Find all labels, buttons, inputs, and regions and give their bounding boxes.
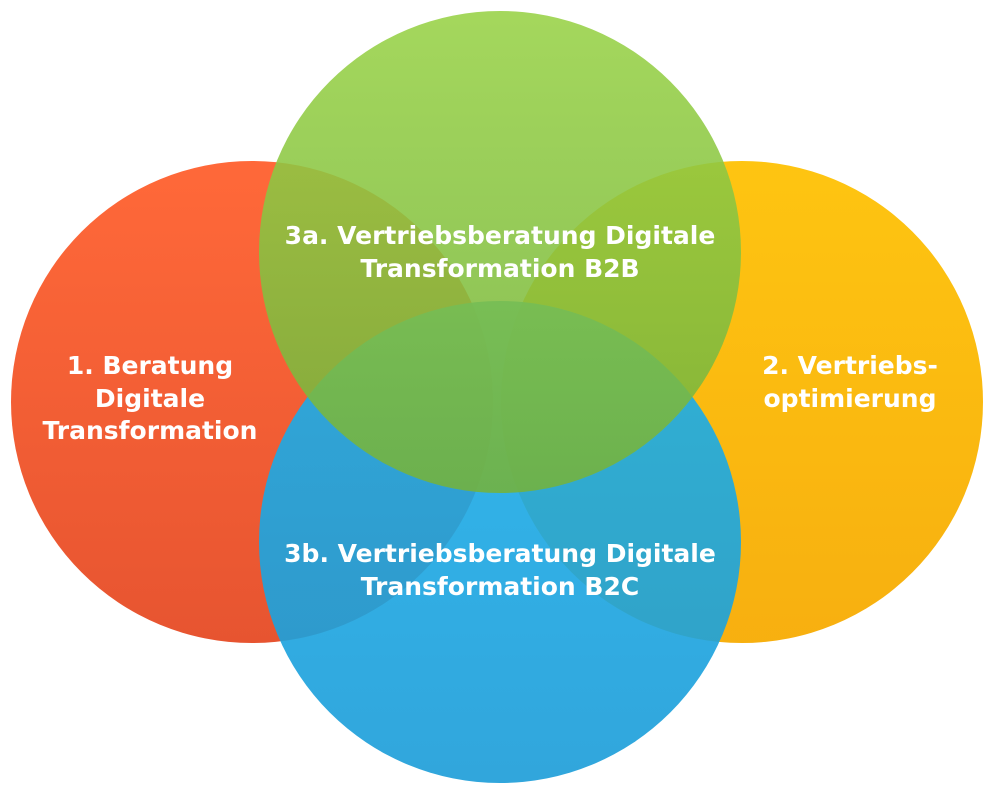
circle-vertriebsberatung-b2b — [259, 11, 741, 493]
label-vertriebsberatung-b2c: 3b. Vertriebsberatung Digitale Transform… — [284, 539, 716, 601]
label-vertriebsoptimierung: 2. Vertriebs- optimierung — [762, 351, 938, 413]
label-vertriebsberatung-b2b: 3a. Vertriebsberatung Digitale Transform… — [284, 221, 716, 283]
label-beratung-digitale-transformation: 1. Beratung Digitale Transformation — [42, 351, 258, 445]
